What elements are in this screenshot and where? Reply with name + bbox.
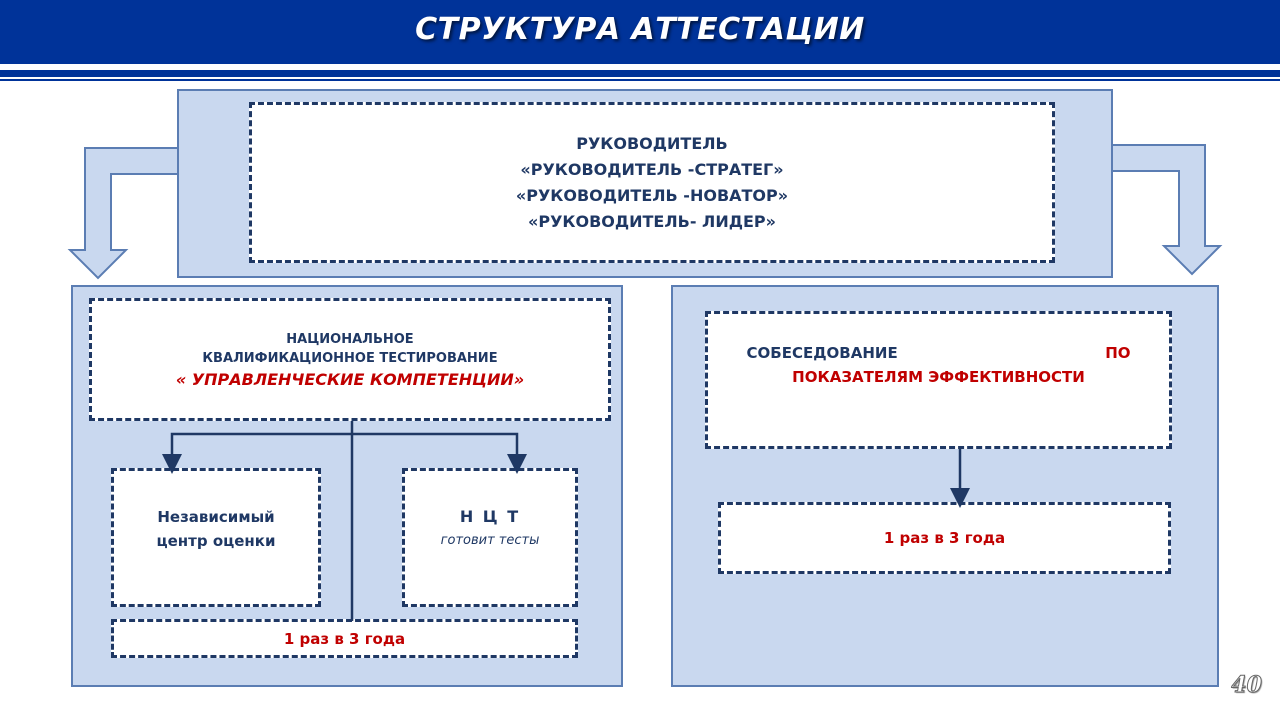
ntt-line: КВАЛИФИКАЦИОННОЕ ТЕСТИРОВАНИЕ <box>202 351 498 366</box>
right-frequency-box: 1 раз в 3 года <box>718 502 1171 574</box>
nct-box: Н Ц Т готовит тесты <box>402 468 578 607</box>
role-line: «РУКОВОДИТЕЛЬ -НОВАТОР» <box>515 185 789 205</box>
page-title: СТРУКТУРА АТТЕСТАЦИИ <box>415 12 865 47</box>
frequency-label: 1 раз в 3 года <box>283 629 406 648</box>
center-line: Независимый <box>157 507 275 526</box>
left-down-arrow <box>67 147 181 280</box>
header-stripe-thin <box>0 79 1280 81</box>
frequency-label: 1 раз в 3 года <box>883 529 1006 547</box>
role-line: РУКОВОДИТЕЛЬ <box>576 133 728 153</box>
role-line: «РУКОВОДИТЕЛЬ -СТРАТЕГ» <box>520 159 784 179</box>
nct-subtitle: готовит тесты <box>440 532 540 548</box>
interview-box: СОБЕСЕДОВАНИЕ ПО ПОКАЗАТЕЛЯМ ЭФФЕКТИВНОС… <box>705 311 1172 449</box>
center-line: центр оценки <box>156 531 276 550</box>
efficiency-label: ПОКАЗАТЕЛЯМ ЭФФЕКТИВНОСТИ <box>792 368 1085 386</box>
competencies-label: « УПРАВЛЕНЧЕСКИЕ КОМПЕТЕНЦИИ» <box>175 370 525 389</box>
page-number: 40 <box>1231 672 1263 699</box>
right-down-arrow <box>1109 144 1223 276</box>
ntt-line: НАЦИОНАЛЬНОЕ <box>286 332 414 347</box>
manager-roles-box: РУКОВОДИТЕЛЬ «РУКОВОДИТЕЛЬ -СТРАТЕГ» «РУ… <box>249 102 1055 263</box>
left-frequency-box: 1 раз в 3 года <box>111 619 578 658</box>
role-line: «РУКОВОДИТЕЛЬ- ЛИДЕР» <box>528 211 776 231</box>
nct-title: Н Ц Т <box>459 506 521 526</box>
interview-label: СОБЕСЕДОВАНИЕ <box>746 344 898 362</box>
header-stripe <box>0 70 1280 77</box>
independent-center-box: Независимый центр оценки <box>111 468 321 607</box>
interview-po: ПО <box>1105 344 1131 362</box>
header-bar <box>0 0 1280 64</box>
branch-line <box>170 432 519 462</box>
national-testing-box: НАЦИОНАЛЬНОЕ КВАЛИФИКАЦИОННОЕ ТЕСТИРОВАН… <box>89 298 611 421</box>
